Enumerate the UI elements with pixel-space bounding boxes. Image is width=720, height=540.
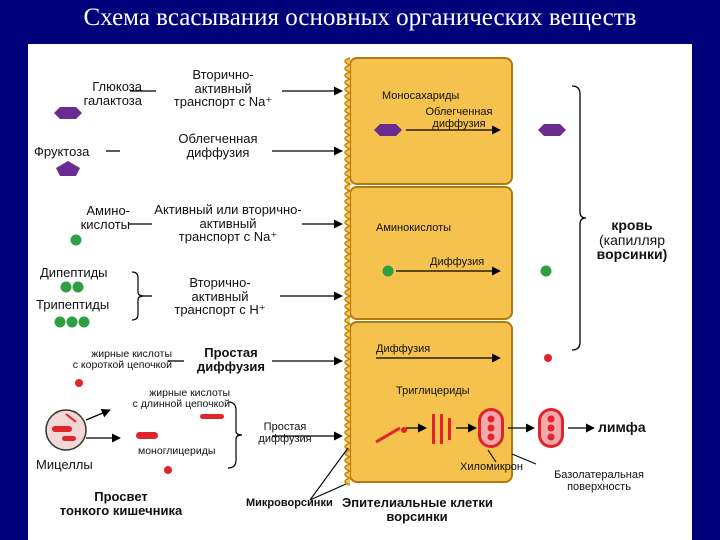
triglycerides-label: Триглицериды	[396, 385, 470, 397]
micelle-arrow-up	[85, 408, 111, 421]
microvilli-label: Микроворсинки	[246, 497, 333, 509]
monoglyceride-bar	[136, 432, 158, 439]
diagram-graphics	[45, 57, 595, 501]
dipeptide-dots	[60, 281, 84, 293]
cell-hexagon	[374, 124, 402, 136]
monoglyceride-dot	[164, 466, 172, 474]
peptide-bracket	[131, 271, 145, 321]
blood-fatty-dot	[544, 354, 552, 362]
chylomicron-label: Хиломикрон	[460, 461, 523, 473]
resynthesis-arrow	[375, 426, 407, 444]
blood-amino-dot	[540, 265, 552, 277]
lymph-label: лимфа	[598, 419, 646, 435]
fructose-label: Фруктоза	[34, 144, 90, 159]
epithelial-cells	[349, 57, 513, 483]
tripeptides-label: Трипептиды	[36, 297, 110, 312]
amino-acids-label: Амино-кислоты	[80, 203, 130, 232]
micelle	[45, 409, 87, 451]
pointer-lines	[309, 447, 537, 501]
amino-acids-cell-label: Аминокислоты	[376, 222, 452, 234]
blood-hexagon	[538, 124, 566, 136]
fructose-pentagon	[56, 161, 80, 176]
monosaccharides-label: Моносахариды	[382, 90, 460, 102]
glucose-hexagon	[54, 107, 82, 119]
triglyceride-bars	[432, 414, 451, 444]
tripeptide-dots	[54, 316, 90, 328]
lfa-bar	[200, 414, 224, 419]
chylomicron-in-cell	[478, 408, 504, 448]
amino-acid-dot	[70, 234, 82, 246]
monoglycerides-label: моноглицериды	[138, 445, 216, 457]
short-fatty-acid-dot	[75, 379, 83, 387]
diffusion-fatty-label: Диффузия	[376, 343, 431, 355]
chylomicron-in-lymph	[538, 408, 564, 448]
micelles-label: Мицеллы	[36, 457, 93, 472]
apical-arrows	[272, 86, 343, 441]
dipeptides-label: Дипептиды	[40, 265, 108, 280]
lipid-bracket	[227, 401, 243, 469]
diffusion-amino-label: Диффузия	[430, 256, 485, 268]
substance-dashes	[106, 90, 184, 362]
cell-amino-dot	[382, 265, 394, 277]
blood-bracket	[571, 85, 587, 351]
slide-title: Схема всасывания основных органических в…	[83, 4, 637, 31]
microvilli-border	[344, 57, 353, 486]
